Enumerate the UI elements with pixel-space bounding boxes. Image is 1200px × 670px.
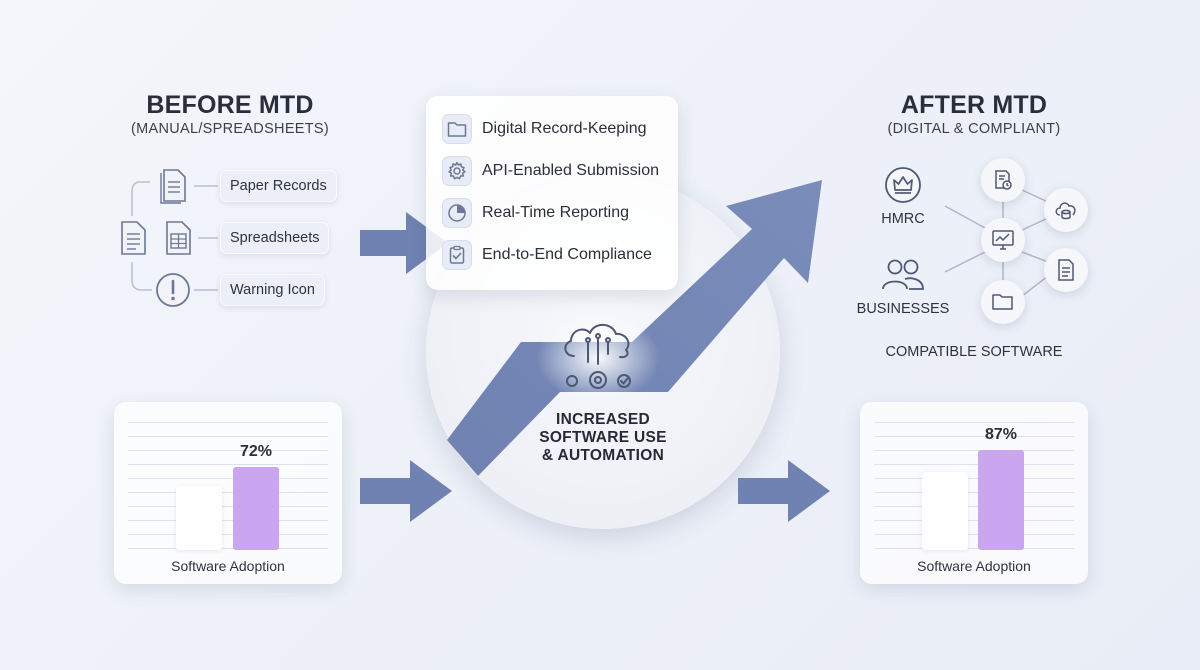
adoption-value-label: 72% [239,443,273,461]
paper-records-label: Paper Records [220,170,337,202]
compatible-software-label: COMPATIBLE SOFTWARE [885,344,1063,360]
features-card: Digital Record-Keeping API-Enabled Submi… [426,96,678,290]
adoption-bar [978,449,1024,550]
after-chart-card: 87% Software Adoption [860,402,1088,584]
gridline [128,506,328,507]
gridline [128,492,328,493]
chart-xlabel: Software Adoption [917,558,1031,574]
arrow-to-center [360,460,452,522]
cloud-automation-icon [564,323,631,389]
spreadsheet-icon [166,221,191,255]
chart-xlabel: Software Adoption [171,558,285,574]
center-caption-line: SOFTWARE USE [539,429,667,446]
gridline [874,478,1074,479]
folder-icon [992,294,1013,310]
clipboard-check-icon [442,240,472,270]
document-icon [121,221,146,255]
gridline [874,534,1074,535]
warning-icon [156,273,190,307]
feature-row-digital-record-keeping: Digital Record-Keeping [442,113,647,145]
feature-label: Digital Record-Keeping [482,120,647,137]
cloud-database-icon [1055,202,1076,220]
gridline [874,506,1074,507]
feature-row-real-time-reporting: Real-Time Reporting [442,197,629,229]
document-node [1044,248,1088,292]
gridline [874,548,1074,549]
gridline [874,450,1074,451]
before-title: BEFORE MTD [146,91,314,119]
adoption-value-label: 87% [984,425,1018,443]
after-subtitle: (DIGITAL & COMPLIANT) [887,121,1061,137]
gridline [128,534,328,535]
baseline-bar [922,472,968,550]
gridline [128,436,328,437]
gridline [128,450,328,451]
gridline [874,436,1074,437]
gridline [874,422,1074,423]
analytics-node [981,218,1025,262]
gridline [874,492,1074,493]
report-node [981,158,1025,202]
spreadsheets-label: Spreadsheets [220,222,330,254]
document-icon [160,169,186,204]
folder-icon [442,114,472,144]
gridline [128,548,328,549]
document-icon [1058,259,1074,281]
hmrc-label: HMRC [881,211,925,227]
monitor-chart-icon [992,230,1014,250]
network-connectors [944,189,1049,297]
gridline [128,478,328,479]
center-caption: INCREASED SOFTWARE USE & AUTOMATION [498,411,708,465]
center-caption-line: & AUTOMATION [541,447,665,464]
businesses-label: BUSINESSES [856,301,950,317]
adoption-bar [233,467,279,550]
feature-row-compliance: End-to-End Compliance [442,239,652,271]
baseline-bar [176,486,222,550]
gear-icon [442,156,472,186]
cloud-database-node [1044,188,1088,232]
folder-node [981,280,1025,324]
before-chart-card: 72% Software Adoption [114,402,342,584]
feature-row-api-submission: API-Enabled Submission [442,155,659,187]
report-clock-icon [995,170,1012,190]
center-caption-line: INCREASED [556,411,650,428]
feature-label: End-to-End Compliance [482,246,652,263]
before-subtitle: (MANUAL/SPREADSHEETS) [130,121,330,137]
gridline [128,422,328,423]
gridline [128,520,328,521]
crown-icon [885,167,921,203]
gridline [128,464,328,465]
before-connectors [131,181,218,291]
pie-chart-icon [442,198,472,228]
feature-label: API-Enabled Submission [482,162,659,179]
arrow-to-after [738,460,830,522]
warning-label: Warning Icon [220,274,325,306]
after-title: AFTER MTD [900,91,1048,119]
users-icon [882,259,924,290]
feature-label: Real-Time Reporting [482,204,630,221]
gridline [874,520,1074,521]
gridline [874,464,1074,465]
